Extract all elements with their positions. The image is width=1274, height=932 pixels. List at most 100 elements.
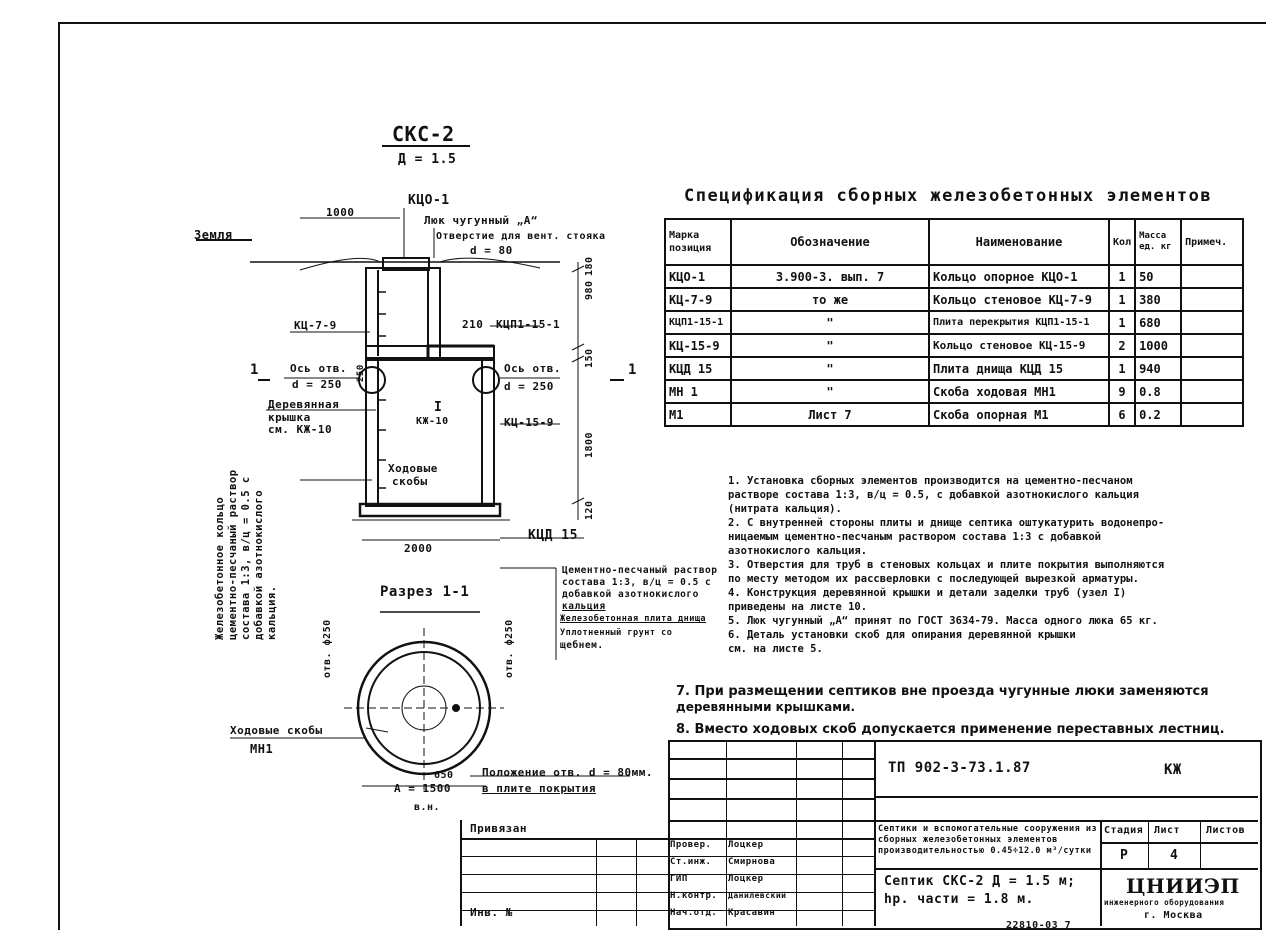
cement-note-1: Цементно-песчаный раствор [562, 565, 718, 576]
title-block [668, 740, 1262, 930]
label-os-left-d: d = 250 [292, 378, 342, 391]
privyazan-label: Привязан [470, 822, 527, 835]
note-line: см. на листе 5. [728, 643, 823, 655]
section-polozh-2: в плите покрытия [482, 782, 596, 795]
spec-cell [1180, 356, 1245, 381]
label-kc159: КЦ-15-9 [504, 416, 554, 429]
spec-cell: 50 [1134, 264, 1183, 289]
role-gip: ГИП [670, 874, 688, 884]
section-mark-right: 1 [628, 362, 637, 378]
section-otv-right: отв. ф250 [504, 619, 515, 678]
sheet-frame [58, 22, 1266, 930]
spec-cell: КЦО-1 [664, 264, 732, 289]
section-skoby-2: МН1 [250, 742, 274, 756]
spec-cell: КЦ-7-9 [664, 287, 732, 312]
label-otv-d: d = 80 [470, 244, 513, 257]
dim-2000: 2000 [404, 542, 433, 555]
section-mark-left: 1 [250, 362, 259, 378]
dim-150: 150 [584, 348, 595, 368]
spec-cell [1180, 310, 1245, 335]
note-line: 4. Конструкция деревянной крышки и детал… [728, 587, 1127, 599]
plate-note: Железобетонная плита днища [560, 614, 707, 624]
spec-title: Спецификация сборных железобетонных элем… [684, 186, 1213, 206]
spec-cell: Плита днища КЦД 15 [928, 356, 1110, 381]
label-skoby-1: Ходовые [388, 462, 438, 475]
dim-250: 250 [356, 364, 366, 382]
grunt-note-1: Уплотненный грунт со [560, 628, 673, 638]
spec-cell [1180, 264, 1245, 289]
name-5: Красавин [728, 908, 776, 918]
dim-120: 120 [584, 500, 595, 520]
spec-cell: КЦ-15-9 [664, 333, 732, 358]
section-skoby-1: Ходовые скобы [230, 724, 323, 737]
spec-cell: Лист 7 [730, 402, 930, 427]
spec-cell: " [730, 379, 930, 404]
drawing-subtitle: Д = 1.5 [398, 152, 457, 167]
spec-cell: 1 [1107, 356, 1137, 381]
spec-cell [1180, 379, 1245, 404]
spec-header-cell: Марка позиция [664, 218, 732, 266]
org-subtitle: инженерного оборудования [1104, 898, 1225, 907]
note-7b: деревянными крышками. [676, 700, 856, 714]
label-kryshka-1: Деревянная [268, 398, 340, 411]
dim-980: 980 [584, 280, 595, 300]
spec-header-cell: Кол [1107, 218, 1137, 266]
spec-cell: то же [730, 287, 930, 312]
vertical-note: Железобетонное кольцо цементно-песчаный … [214, 469, 278, 640]
bottom-code: 22810-03 7 [1006, 920, 1072, 931]
spec-cell: Кольцо опорное КЦО-1 [928, 264, 1110, 289]
spec-cell: Кольцо стеновое КЦ-15-9 [928, 333, 1110, 358]
object-line-2: hр. части = 1.8 м. [884, 892, 1034, 907]
spec-cell: Кольцо стеновое КЦ-7-9 [928, 287, 1110, 312]
cement-note-2: состава 1:3, в/ц = 0.5 с [562, 577, 712, 588]
dim-1000: 1000 [326, 206, 355, 219]
note-7a: 7. При размещении септиков вне проезда ч… [676, 684, 1209, 699]
spec-cell: 9 [1107, 379, 1137, 404]
spec-cell: " [730, 333, 930, 358]
spec-cell: КЦД 15 [664, 356, 732, 381]
label-zemlya: Земля [194, 228, 233, 242]
dim-180: 180 [584, 256, 595, 276]
spec-header-cell: Примеч. [1180, 218, 1245, 266]
spec-cell [1180, 402, 1245, 427]
dim-1800: 1800 [584, 431, 595, 458]
org-name: ЦНИИЭП [1126, 874, 1240, 898]
section-polozh-1: Положение отв. d = 80мм. [482, 766, 653, 779]
spec-cell: " [730, 356, 930, 381]
spec-cell: 380 [1134, 287, 1183, 312]
spec-cell: 680 [1134, 310, 1183, 335]
label-skoby-2: скобы [392, 475, 428, 488]
doc-mark: КЖ [1164, 762, 1182, 778]
note-line: приведены на листе 10. [728, 601, 868, 613]
spec-cell: КЦП1-15-1 [664, 310, 732, 335]
role-prov: Провер. [670, 840, 712, 850]
spec-cell [1180, 287, 1245, 312]
label-kc79: КЦ-7-9 [294, 319, 337, 332]
note-line: по месту методом их рассверловки с после… [728, 573, 1139, 585]
note-line: (нитрата кальция). [728, 503, 842, 515]
label-uzel-ref: КЖ-10 [416, 416, 449, 427]
spec-cell: 0.8 [1134, 379, 1183, 404]
note-line: 6. Деталь установки скоб для опирания де… [728, 629, 1076, 641]
note-line: растворе состава 1:3, в/ц = 0.5, с добав… [728, 489, 1139, 501]
section-dim-650: 650 [434, 770, 454, 781]
object-line-1: Септик СКС-2 Д = 1.5 м; [884, 874, 1076, 889]
section-dim-a: А = 1500 [394, 782, 451, 795]
stage-value: Р [1120, 848, 1129, 863]
section-vn: в.н. [414, 802, 441, 813]
label-kryshka-3: см. КЖ-10 [268, 423, 333, 436]
project-desc: Септики и вспомогательные сооружения из … [878, 824, 1098, 856]
spec-cell: Скоба ходовая МН1 [928, 379, 1110, 404]
spec-header-cell: Масса ед. кг [1134, 218, 1183, 266]
doc-code: ТП 902-3-73.1.87 [888, 760, 1031, 776]
spec-cell: 1 [1107, 264, 1137, 289]
label-kco: КЦО-1 [408, 193, 450, 208]
spec-cell: 1 [1107, 310, 1137, 335]
inv-label: Инв. № [470, 906, 513, 919]
